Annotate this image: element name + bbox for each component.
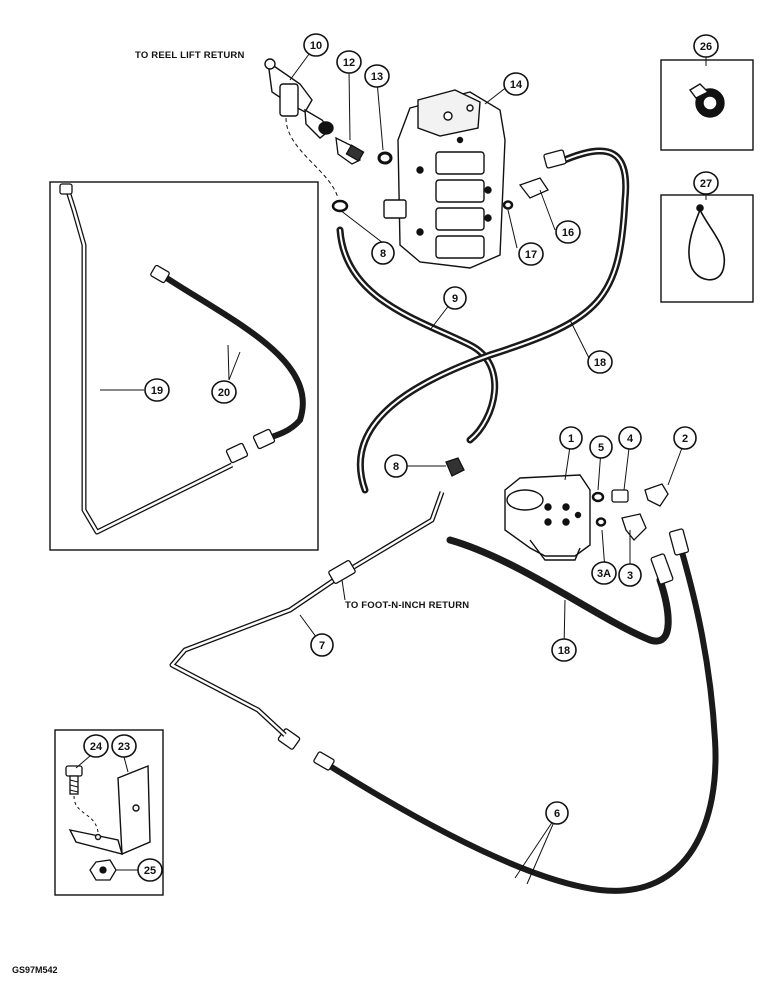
svg-text:18: 18 [594, 357, 606, 369]
callout-7: 7 [310, 633, 334, 657]
plug-fitting-8-upper [331, 199, 349, 213]
callout-17: 17 [518, 242, 544, 266]
callout-5: 5 [589, 435, 613, 459]
foot-n-inch-return-label: TO FOOT-N-INCH RETURN [345, 600, 469, 611]
nut-25 [89, 859, 117, 881]
svg-text:27: 27 [700, 178, 712, 190]
o-ring-13 [377, 151, 393, 165]
svg-text:4: 4 [627, 433, 634, 445]
callout-26: 26 [693, 34, 719, 58]
svg-text:8: 8 [380, 248, 386, 260]
svg-text:26: 26 [700, 41, 712, 53]
callout-3: 3 [618, 563, 642, 587]
callout-9: 9 [443, 286, 467, 310]
svg-text:6: 6 [554, 808, 560, 820]
plug-fitting-8-lower [445, 457, 465, 477]
strap-27 [688, 204, 726, 281]
callout-14: 14 [503, 72, 529, 96]
svg-text:14: 14 [510, 79, 523, 91]
callout-25: 25 [137, 858, 163, 882]
callout-24-leader [75, 755, 91, 769]
hose-end-fittings [277, 149, 690, 771]
steering-control-unit [504, 474, 591, 561]
inset-fittings [59, 183, 276, 464]
return-tee-fitting [264, 58, 334, 139]
svg-text:5: 5 [598, 442, 604, 454]
o-ring-17 [502, 200, 514, 210]
callout-23-leader [123, 756, 129, 773]
small-fittings-2-to-5 [591, 483, 669, 541]
dashed-leader-bolt [73, 795, 99, 833]
callout-10: 10 [303, 33, 329, 57]
connector-fitting-12 [335, 136, 365, 165]
callouts: 1 2 3 3A 4 5 6 7 8 8 9 10 12 13 14 16 17… [83, 33, 719, 882]
svg-text:16: 16 [562, 227, 574, 239]
tube-7 [169, 491, 445, 737]
svg-text:1: 1 [568, 433, 574, 445]
svg-text:10: 10 [310, 40, 322, 52]
svg-text:20: 20 [218, 387, 230, 399]
callout-6: 6 [545, 801, 569, 825]
hose-18-lower [446, 536, 672, 645]
svg-text:2: 2 [682, 433, 688, 445]
inset-panel-tube-and-hose [49, 181, 319, 551]
callout-27: 27 [693, 171, 719, 195]
tube-19 [64, 187, 234, 535]
adapter-fitting-16 [518, 177, 549, 199]
svg-text:25: 25 [144, 865, 156, 877]
svg-text:7: 7 [319, 640, 325, 652]
callout-1: 1 [559, 426, 583, 450]
callout-20: 20 [211, 380, 237, 404]
callout-23: 23 [111, 734, 137, 758]
svg-text:3: 3 [627, 570, 633, 582]
svg-text:19: 19 [151, 385, 163, 397]
svg-text:18: 18 [558, 645, 570, 657]
inset-panel-bracket [54, 729, 164, 896]
svg-text:3A: 3A [597, 568, 611, 580]
inset-panel-strap-27 [660, 194, 754, 303]
callout-18-upper: 18 [587, 350, 613, 374]
callout-12: 12 [336, 50, 362, 74]
bolt-24 [65, 765, 83, 795]
reel-lift-return-label: TO REEL LIFT RETURN [135, 50, 245, 61]
callout-24: 24 [83, 734, 109, 758]
callout-2: 2 [673, 426, 697, 450]
callout-3a: 3A [591, 561, 617, 585]
figure-code: GS97M542 [12, 965, 58, 975]
control-valve-bank [383, 89, 506, 269]
svg-text:23: 23 [118, 741, 130, 753]
callout-16: 16 [555, 220, 581, 244]
hose-6 [322, 542, 719, 894]
svg-text:24: 24 [90, 741, 103, 753]
svg-text:12: 12 [343, 57, 355, 69]
svg-text:13: 13 [371, 71, 383, 83]
dashed-leader-tee [285, 117, 339, 199]
svg-text:9: 9 [452, 293, 458, 305]
svg-text:17: 17 [525, 249, 537, 261]
callout-19: 19 [144, 378, 170, 402]
callout-4: 4 [618, 426, 642, 450]
callout-8-upper: 8 [371, 241, 395, 265]
inset-panel-clamp-26 [660, 59, 754, 151]
callout-leaders [100, 49, 686, 885]
callout-18-lower: 18 [551, 638, 577, 662]
hose-20 [159, 272, 306, 443]
svg-text:8: 8 [393, 461, 399, 473]
callout-8-lower: 8 [384, 454, 408, 478]
bracket-23 [68, 764, 151, 856]
callout-13: 13 [364, 64, 390, 88]
clamp-26 [688, 83, 725, 118]
tube-7-tee [328, 560, 356, 584]
